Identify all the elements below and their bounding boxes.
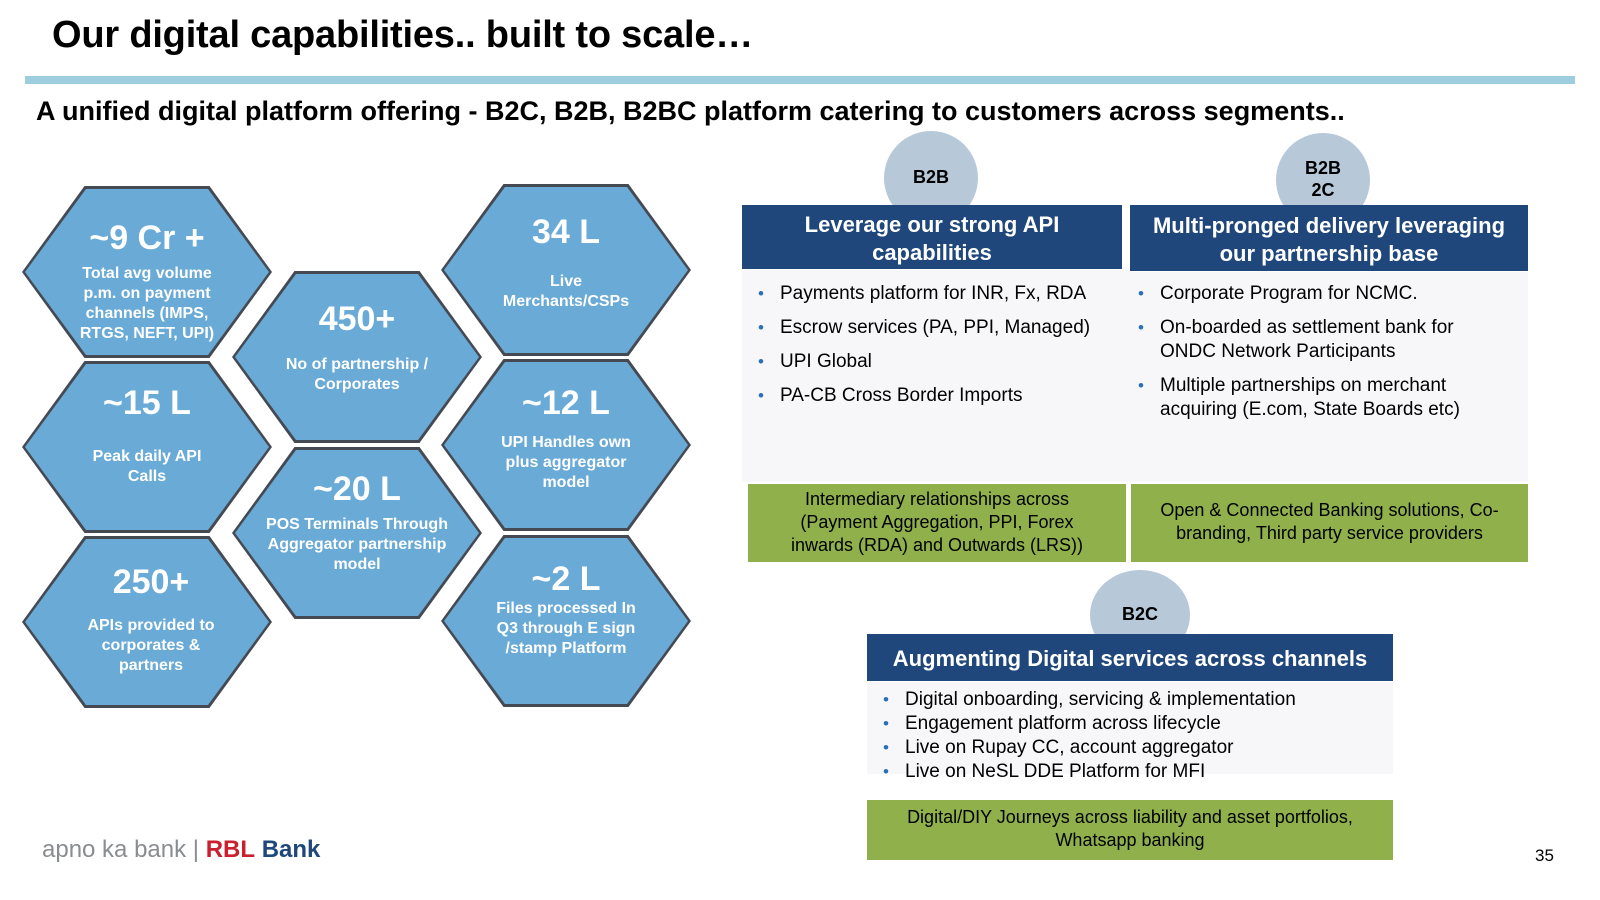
metric-hexagon: ~15 L Peak daily API Calls bbox=[22, 361, 272, 533]
metric-label: Peak daily API Calls bbox=[92, 448, 202, 485]
metric-label: UPI Handles own plus aggregator model bbox=[501, 434, 631, 491]
metric-value: ~20 L bbox=[313, 470, 401, 508]
metric-label: Files processed In Q3 through E sign /st… bbox=[496, 600, 636, 657]
b2b2c-bullet-list: Corporate Program for NCMC. On-boarded a… bbox=[1136, 282, 1506, 422]
brand-logo-bank: Bank bbox=[261, 836, 321, 863]
b2c-bullet-list: Digital onboarding, servicing & implemen… bbox=[881, 688, 1393, 784]
metric-hexagon: 250+ APIs provided to corporates & partn… bbox=[22, 536, 272, 708]
b2c-panel: Digital onboarding, servicing & implemen… bbox=[867, 682, 1393, 784]
brand-separator: | bbox=[192, 836, 200, 863]
metric-value: 34 L bbox=[531, 213, 601, 251]
metric-hexagon: ~12 L UPI Handles own plus aggregator mo… bbox=[441, 359, 691, 531]
metric-label: Total avg volume p.m. on payment channel… bbox=[79, 265, 215, 342]
metric-label: No of partnership / Corporates bbox=[285, 356, 429, 393]
metric-hexagon: 34 L Live Merchants/CSPs bbox=[441, 184, 691, 356]
metric-hexagon: ~9 Cr + Total avg volume p.m. on payment… bbox=[22, 186, 272, 358]
b2b-footer-box: Intermediary relationships across (Payme… bbox=[748, 484, 1126, 562]
metric-value: 250+ bbox=[112, 563, 190, 601]
brand-logo-rbl: RBL bbox=[205, 836, 256, 863]
list-item: UPI Global bbox=[756, 350, 1132, 374]
b2c-header: Augmenting Digital services across chann… bbox=[867, 634, 1393, 681]
page-number: 35 bbox=[1535, 846, 1554, 865]
metric-label: Live Merchants/CSPs bbox=[502, 273, 630, 310]
b2b2c-badge-line1: B2B bbox=[1304, 158, 1341, 178]
footer-brand: apno ka bank | RBL Bank bbox=[42, 836, 320, 864]
b2c-footer-box: Digital/DIY Journeys across liability an… bbox=[867, 800, 1393, 860]
list-item: Digital onboarding, servicing & implemen… bbox=[881, 688, 1393, 712]
metric-label: POS Terminals Through Aggregator partner… bbox=[266, 516, 448, 573]
b2b2c-header: Multi-pronged delivery leveraging our pa… bbox=[1130, 205, 1528, 271]
metric-hexagon: ~20 L POS Terminals Through Aggregator p… bbox=[232, 447, 482, 619]
b2b2c-footer-box: Open & Connected Banking solutions, Co-b… bbox=[1131, 484, 1528, 562]
list-item: Multiple partnerships on merchant acquir… bbox=[1136, 374, 1506, 422]
b2b-header: Leverage our strong API capabilities bbox=[742, 205, 1122, 269]
list-item: Live on Rupay CC, account aggregator bbox=[881, 736, 1393, 760]
b2b-bullet-list: Payments platform for INR, Fx, RDA Escro… bbox=[756, 282, 1132, 408]
metric-hexagon: 450+ No of partnership / Corporates bbox=[232, 271, 482, 443]
metric-value: ~12 L bbox=[522, 384, 610, 422]
metric-hexagon: ~2 L Files processed In Q3 through E sig… bbox=[441, 535, 691, 707]
list-item: Corporate Program for NCMC. bbox=[1136, 282, 1506, 306]
title-divider bbox=[25, 76, 1575, 84]
list-item: Payments platform for INR, Fx, RDA bbox=[756, 282, 1132, 306]
list-item: Engagement platform across lifecycle bbox=[881, 712, 1393, 736]
metric-value: 450+ bbox=[318, 300, 396, 338]
metric-value: ~9 Cr + bbox=[89, 219, 205, 257]
page-title: Our digital capabilities.. built to scal… bbox=[52, 14, 754, 56]
list-item: PA-CB Cross Border Imports bbox=[756, 384, 1132, 408]
page-subtitle: A unified digital platform offering - B2… bbox=[36, 96, 1345, 126]
list-item: On-boarded as settlement bank for ONDC N… bbox=[1136, 316, 1506, 364]
metric-label: APIs provided to corporates & partners bbox=[87, 617, 215, 674]
list-item: Escrow services (PA, PPI, Managed) bbox=[756, 316, 1132, 340]
b2b-panel: Payments platform for INR, Fx, RDA Escro… bbox=[742, 270, 1132, 482]
b2b2c-panel: Corporate Program for NCMC. On-boarded a… bbox=[1130, 272, 1528, 482]
metric-value: ~2 L bbox=[531, 560, 601, 598]
brand-tagline: apno ka bank bbox=[42, 836, 187, 863]
b2b2c-badge-line2: 2C bbox=[1311, 180, 1335, 200]
metric-value: ~15 L bbox=[103, 384, 191, 422]
list-item: Live on NeSL DDE Platform for MFI bbox=[881, 760, 1393, 784]
